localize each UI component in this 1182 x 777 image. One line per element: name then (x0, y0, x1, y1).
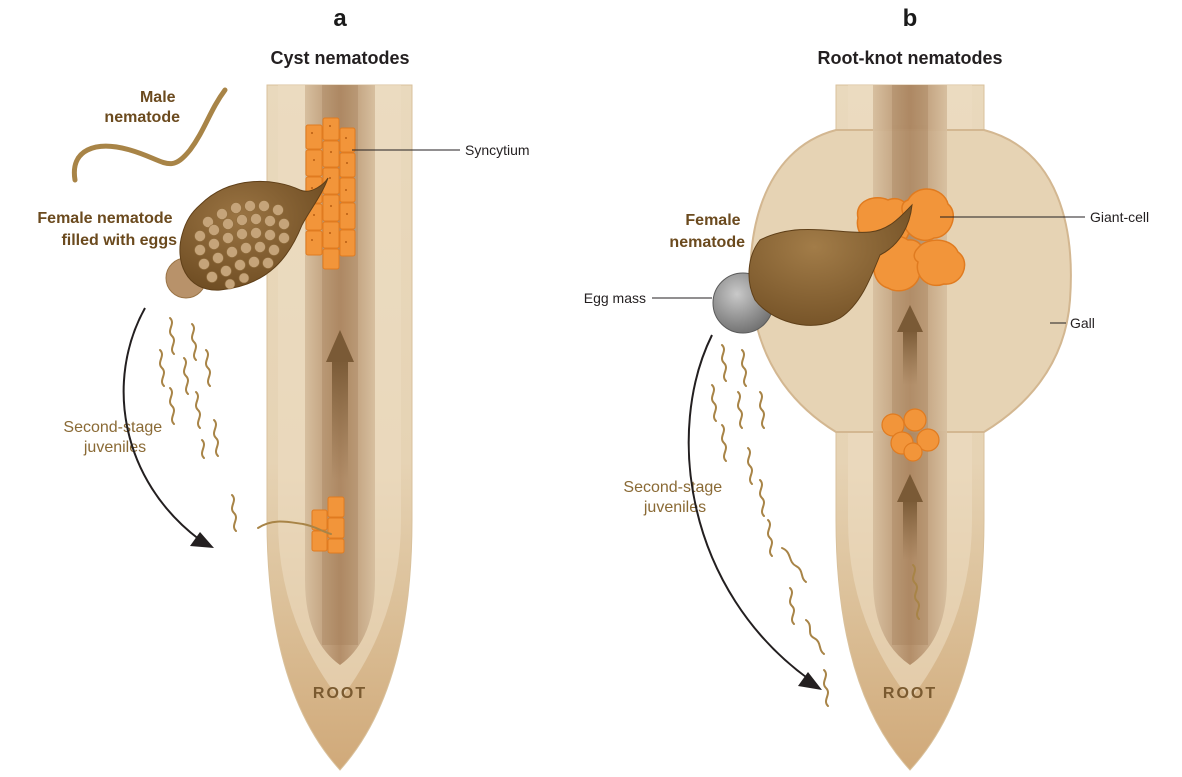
female-a-label-line-1: Female nematode (37, 210, 172, 227)
panel-a: a Cyst nematodes ROOT (37, 5, 529, 770)
giant-cell-label: Giant-cell (1090, 209, 1149, 225)
panel-a-title: Cyst nematodes (270, 48, 409, 68)
syncytium-label: Syncytium (465, 142, 530, 158)
juveniles-a-label-line-2: juveniles (83, 439, 146, 456)
panel-a-letter: a (333, 5, 347, 32)
male-label-line-2: nematode (104, 109, 180, 126)
male-label-line-1: Male (140, 89, 176, 106)
juveniles-a-label: Second-stage juveniles (63, 419, 166, 456)
panel-b-letter: b (903, 5, 918, 32)
panel-b-title: Root-knot nematodes (817, 48, 1002, 68)
root-b-label: ROOT (883, 685, 937, 702)
panel-b: b Root-knot nematodes ROOT (584, 5, 1149, 770)
female-b-label: Female nematode (669, 212, 745, 251)
egg-mass-label: Egg mass (584, 290, 646, 306)
juveniles-b-label: Second-stage juveniles (623, 479, 726, 516)
female-b-label-line-1: Female (685, 212, 740, 229)
female-a-label: Female nematode filled with eggs (37, 210, 177, 249)
female-a-label-line-2: filled with eggs (61, 232, 177, 249)
male-label: Male nematode (104, 89, 180, 126)
female-b-label-line-2: nematode (669, 234, 745, 251)
juveniles-a-label-line-1: Second-stage (63, 419, 162, 436)
juveniles-b-label-line-1: Second-stage (623, 479, 722, 496)
root-a-label: ROOT (313, 685, 367, 702)
gall-label: Gall (1070, 315, 1095, 331)
